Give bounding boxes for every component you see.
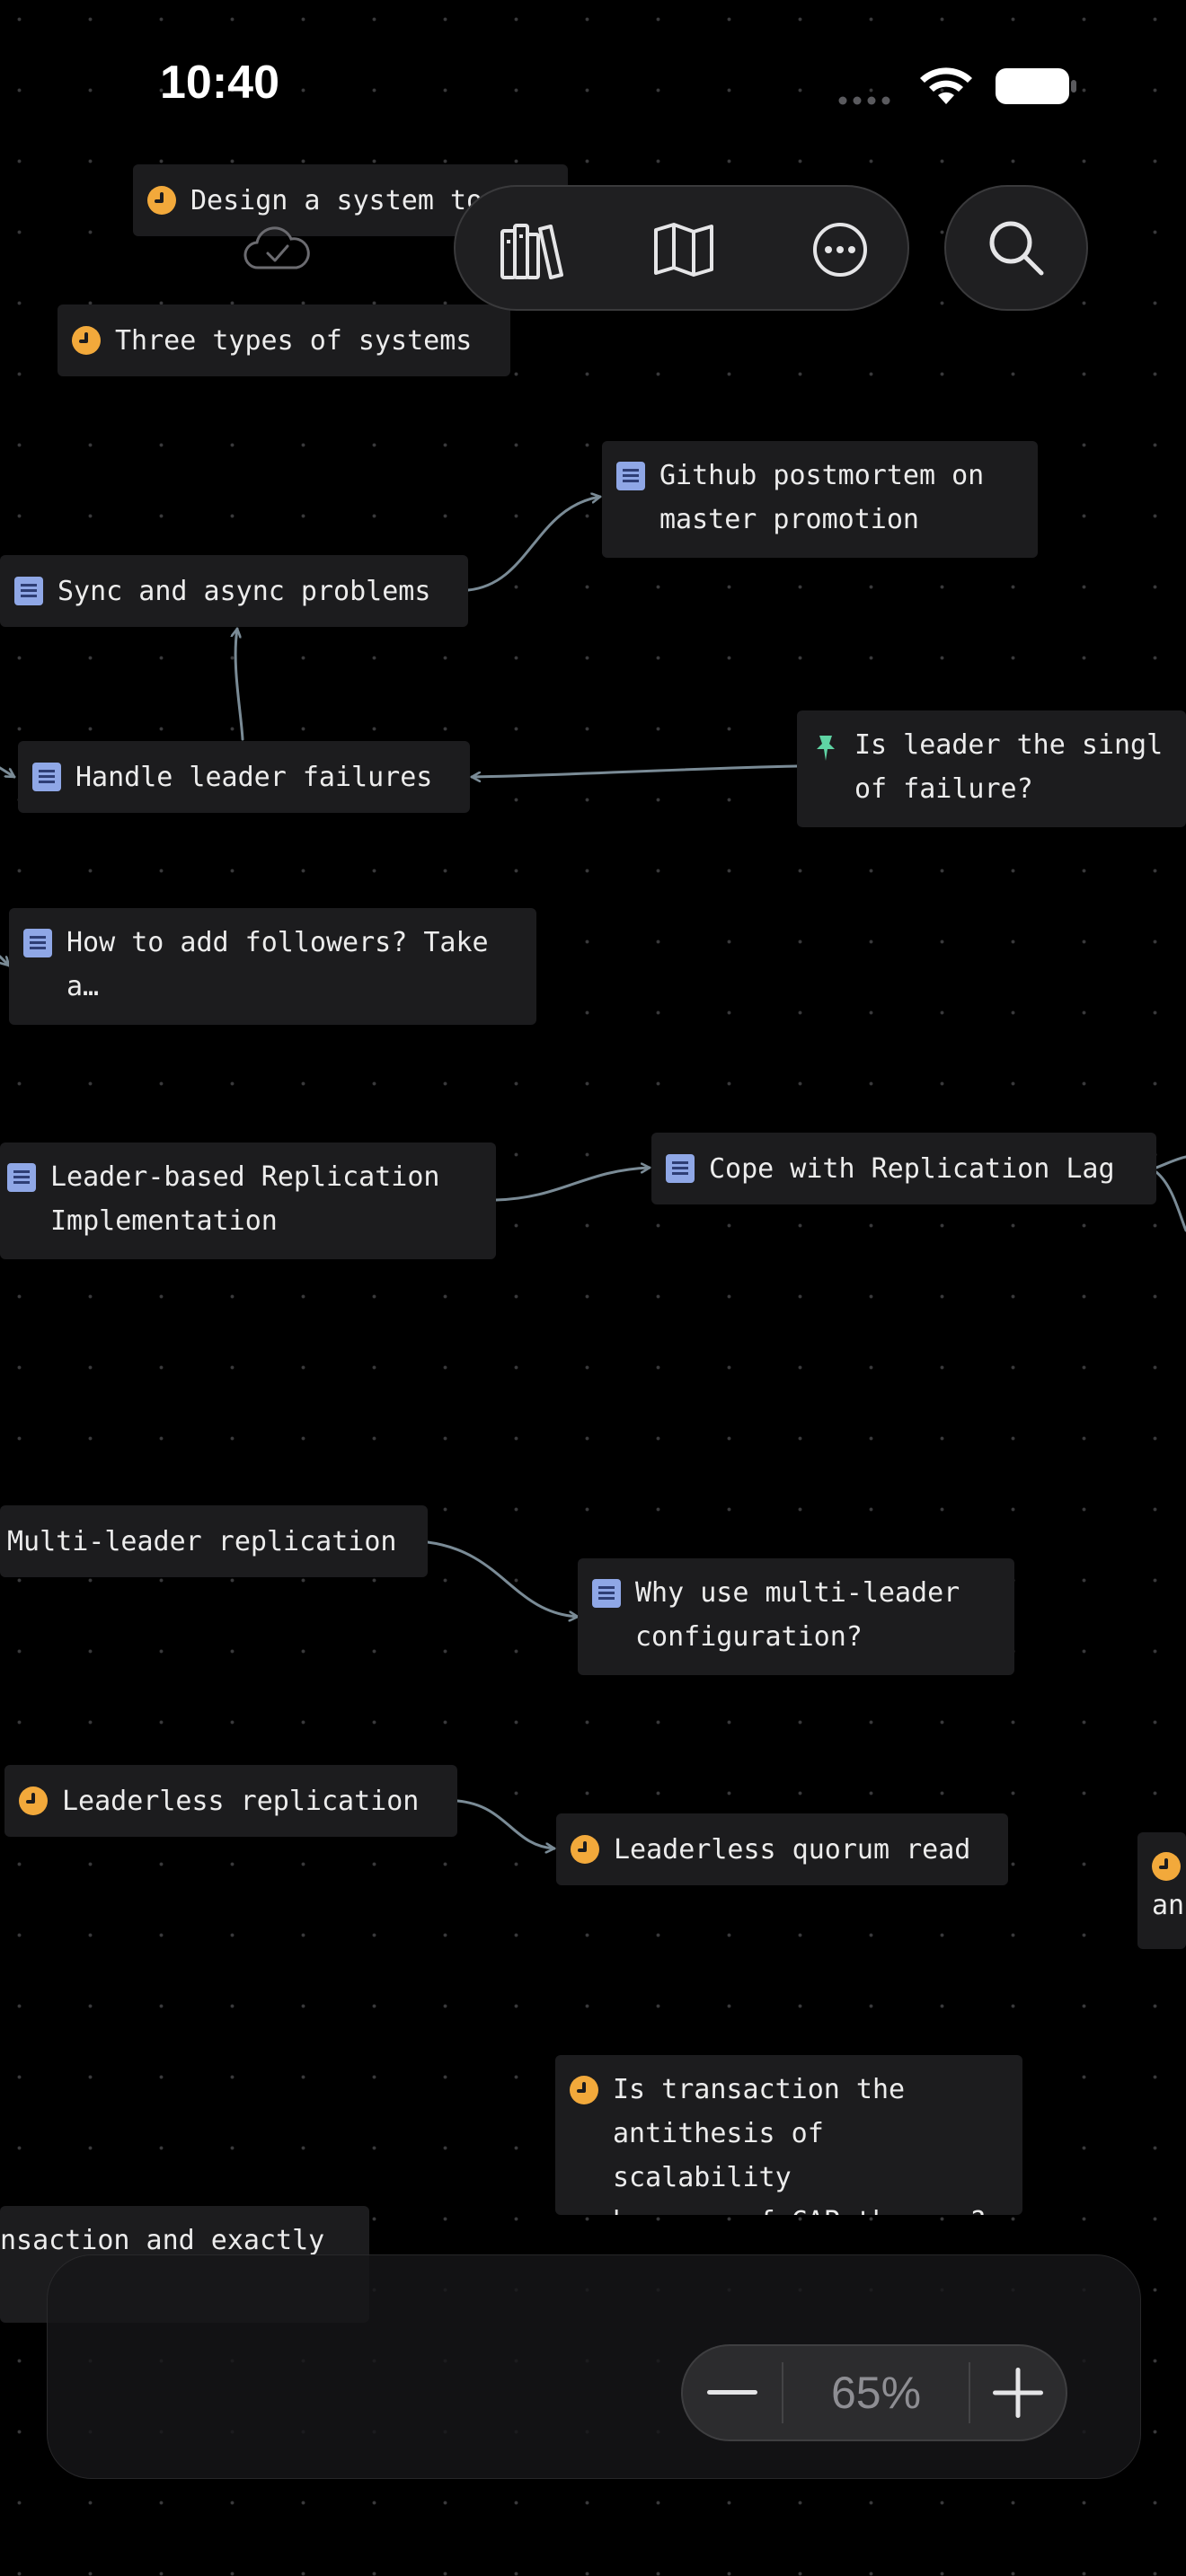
node-label: Why use multi-leader configuration? <box>635 1577 960 1653</box>
magnifying-glass-icon <box>989 221 1044 276</box>
node-quorum-read[interactable]: Leaderless quorum read <box>556 1813 1008 1885</box>
node-label: Sync and async problems <box>58 575 431 607</box>
minus-icon <box>707 2390 757 2395</box>
edge-lag-out-2 <box>1155 1170 1186 1232</box>
edge-leaderless-to-quorum <box>456 1799 556 1848</box>
books-icon <box>500 224 563 279</box>
note-icon <box>666 1154 695 1183</box>
note-icon <box>14 577 43 605</box>
search-button[interactable] <box>944 185 1088 311</box>
zoom-control: 65% <box>681 2344 1067 2441</box>
node-partial-an[interactable]: an <box>1137 1832 1186 1949</box>
clock-icon <box>72 326 101 355</box>
node-label: Is transaction the antithesis of scalabi… <box>613 2074 986 2215</box>
edge-left-to-handle <box>0 766 16 779</box>
node-label: Is leader the singl of failure? <box>854 729 1164 805</box>
status-time: 10:40 <box>160 57 279 109</box>
node-label: Leaderless replication <box>62 1785 420 1817</box>
note-icon <box>616 462 645 490</box>
note-icon <box>32 763 61 791</box>
node-github-postmortem[interactable]: Github postmortem on master promotion <box>602 441 1038 558</box>
edge-handle-to-sync <box>235 627 244 741</box>
toolbar <box>454 185 909 311</box>
edge-sync-to-github <box>466 497 602 592</box>
more-button[interactable] <box>801 210 880 289</box>
wifi-icon <box>920 67 972 104</box>
node-label: Cope with Replication Lag <box>709 1152 1115 1185</box>
cloud-check-icon <box>243 226 310 269</box>
divider <box>969 2362 970 2423</box>
node-label: Handle leader failures <box>75 761 433 793</box>
node-three-types[interactable]: Three types of systems <box>58 304 510 376</box>
map-button[interactable] <box>644 210 723 289</box>
node-why-multi-leader[interactable]: Why use multi-leader configuration? <box>578 1558 1014 1675</box>
node-handle-leader[interactable]: Handle leader failures <box>18 741 470 813</box>
pin-icon <box>811 731 840 761</box>
status-icons <box>838 67 1076 105</box>
node-label: Github postmortem on master promotion <box>659 460 985 535</box>
node-label: nsaction and exactly <box>0 2225 325 2256</box>
zoom-level: 65% <box>830 2368 922 2418</box>
node-replication-lag[interactable]: Cope with Replication Lag <box>651 1133 1156 1204</box>
zoom-in-button[interactable] <box>969 2346 1067 2439</box>
node-multi-leader[interactable]: Multi-leader replication <box>0 1505 428 1577</box>
edge-multi-to-why <box>426 1540 580 1617</box>
signal-icon <box>838 96 890 105</box>
note-icon <box>23 929 52 957</box>
edge-spof-to-handle <box>470 764 799 777</box>
node-add-followers[interactable]: How to add followers? Take a… <box>9 908 536 1025</box>
node-label: Leader-based Replication Implementation <box>50 1161 440 1237</box>
node-label: Leaderless quorum read <box>614 1833 971 1866</box>
library-button[interactable] <box>493 210 572 289</box>
edge-left-to-followers <box>0 955 11 967</box>
plus-icon <box>993 2368 1043 2418</box>
battery-icon <box>996 68 1076 104</box>
node-sync-async[interactable]: Sync and async problems <box>0 555 468 627</box>
divider <box>782 2362 783 2423</box>
node-transaction-cap[interactable]: Is transaction the antithesis of scalabi… <box>555 2055 1022 2215</box>
node-label: Design a system to <box>190 184 483 216</box>
node-label: an <box>1152 1890 1185 1921</box>
edge-leaderbased-to-lag <box>494 1168 651 1202</box>
clock-icon <box>570 2076 598 2104</box>
node-label: Multi-leader replication <box>7 1525 397 1557</box>
node-label: How to add followers? Take a… <box>66 927 489 1002</box>
node-leader-based[interactable]: Leader-based Replication Implementation <box>0 1142 496 1259</box>
clock-icon <box>19 1786 48 1815</box>
node-leaderless[interactable]: Leaderless replication <box>4 1765 457 1837</box>
note-icon <box>592 1579 621 1608</box>
ellipsis-circle-icon <box>813 223 867 277</box>
node-leader-spof[interactable]: Is leader the singl of failure? <box>797 710 1186 827</box>
zoom-out-button[interactable] <box>683 2346 782 2439</box>
clock-icon <box>1152 1852 1181 1881</box>
node-label: Three types of systems <box>115 324 473 357</box>
edge-lag-out-1 <box>1155 1155 1186 1169</box>
map-icon <box>654 223 713 277</box>
note-icon <box>7 1163 36 1192</box>
clock-icon <box>571 1835 599 1864</box>
clock-icon <box>147 186 176 215</box>
